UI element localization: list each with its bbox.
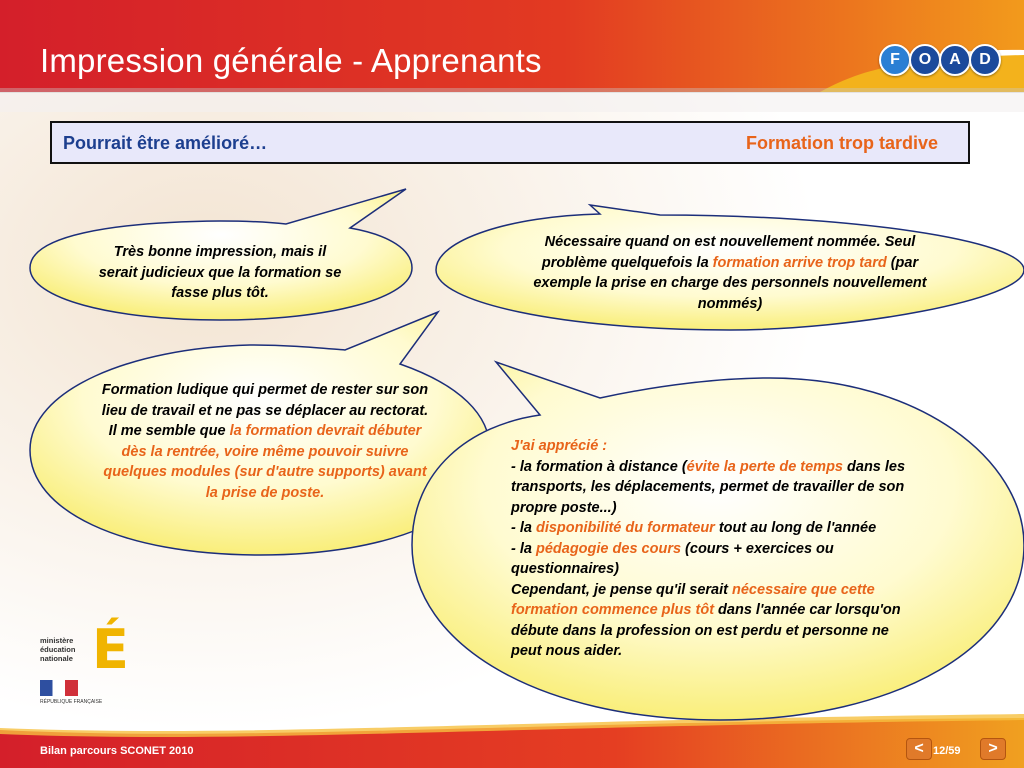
logo-letter: A (939, 44, 971, 76)
footer-title: Bilan parcours SCONET 2010 (40, 745, 194, 757)
speech-bubble-4 (411, 360, 1024, 721)
bubble-4-part: dans l'année car lorsqu'on débute dans l… (511, 602, 901, 659)
bubble-2-text: Nécessaire quand on est nouvellement nom… (520, 232, 940, 314)
bubble-3-highlight: la formation devrait débuter dès la rent… (103, 423, 427, 501)
bubble-2-highlight: formation arrive trop tard (712, 254, 887, 271)
slide-title: Impression générale - Apprenants (40, 42, 542, 79)
french-flag-icon (40, 680, 78, 696)
bubble-4-highlight: pédagogie des cours (535, 540, 682, 557)
ministry-line: ministère (40, 636, 74, 645)
bubble-4-highlight: nécessaire que cette formation commence … (511, 581, 875, 619)
bubble-4-highlight: évite la perte de temps (686, 458, 843, 475)
bubble-4-line: - la disponibilité du formateur tout au … (511, 518, 921, 539)
bubble-3-text: Formation ludique qui permet de rester s… (100, 380, 430, 503)
ministry-line: nationale (40, 654, 73, 663)
banner-left-label: Pourrait être amélioré… (63, 133, 268, 153)
bubble-4-highlight: disponibilité du formateur (535, 520, 715, 536)
bubble-4-line: Cependant, je pense qu'il serait nécessa… (511, 580, 921, 662)
ministry-line: éducation (40, 645, 76, 654)
prev-slide-button[interactable]: < (906, 738, 932, 760)
ministry-text: ministère éducation nationale (40, 636, 75, 663)
bubble-4-line: - la pédagogie des cours (cours + exerci… (511, 539, 921, 580)
summary-banner: Pourrait être amélioré… Formation trop t… (50, 121, 970, 164)
bubble-4-part: - la formation à distance ( (511, 458, 687, 475)
next-slide-button[interactable]: > (980, 738, 1006, 760)
bubble-4-text: J'ai apprécié : - la formation à distanc… (511, 436, 921, 662)
bubble-2-part: (par exemple la prise en charge des pers… (533, 254, 927, 312)
bubble-4-part: Cependant, je pense qu'il serait (511, 581, 733, 598)
bubble-4-part: dans les transports, les déplacements, p… (511, 458, 906, 516)
bubble-4-part: - la (511, 540, 536, 557)
speech-bubble-1 (29, 188, 413, 321)
speech-bubble-3 (29, 310, 491, 556)
banner-right-label: Formation trop tardive (745, 133, 938, 153)
bubble-1-text: Très bonne impression, mais il serait ju… (98, 244, 342, 301)
bubble-3-part: Formation ludique qui permet de rester s… (101, 382, 429, 439)
bubble-2-part: Nécessaire quand on est nouvellement nom… (541, 234, 916, 271)
bubble-4-part: tout au long de l'année (714, 520, 877, 536)
republique-label: RÉPUBLIQUE FRANÇAISE (40, 699, 103, 705)
logo-letter: O (909, 44, 941, 76)
ministry-logo: ministère éducation nationale É RÉPUBLIQ… (40, 612, 130, 707)
logo-letter: D (969, 44, 1001, 76)
foad-logo: F O A D (879, 44, 1001, 76)
bubble-4-part: - la (511, 520, 536, 536)
logo-letter: F (879, 44, 911, 76)
page-number: 12/59 (933, 745, 961, 757)
bubble-4-part: (cours + exercices ou questionnaires) (511, 540, 834, 578)
ministry-e-icon: É (92, 618, 129, 681)
bubble-4-intro: J'ai apprécié : (511, 438, 608, 454)
bubble-4-line: - la formation à distance (évite la pert… (511, 457, 921, 519)
